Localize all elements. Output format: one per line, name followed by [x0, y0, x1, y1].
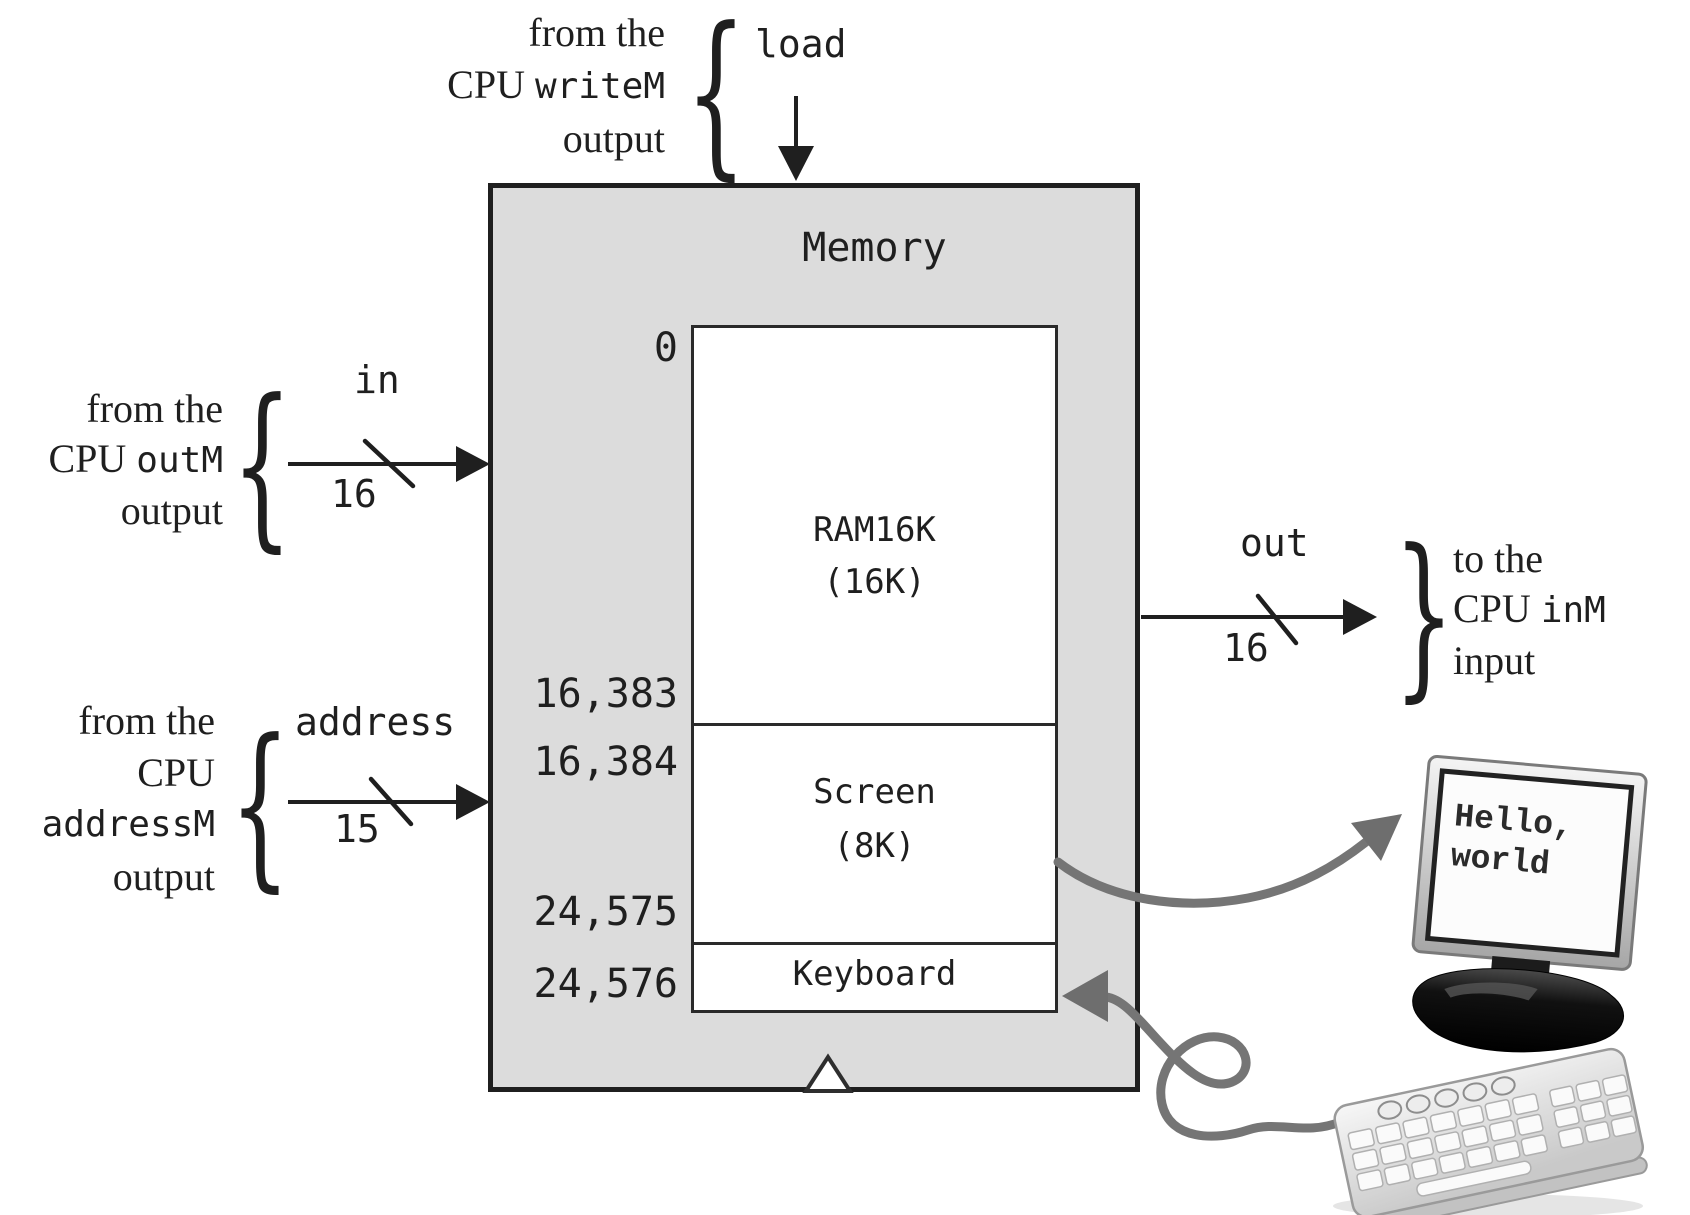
monitor-neck — [1490, 956, 1551, 986]
in-signal-label: in — [354, 358, 400, 402]
outm-code: outM — [136, 440, 223, 481]
brace-open-in-icon: { — [231, 361, 293, 569]
addressm-annotation-line2: CPU — [137, 750, 215, 795]
address-label-ram-start: 0 — [653, 325, 678, 371]
address-label-ram-end: 16,383 — [533, 671, 679, 717]
writem-annotation-line1: from the — [528, 10, 665, 55]
keyboard-section-label: Keyboard — [792, 954, 957, 994]
inm-annotation-line1: to the — [1453, 536, 1543, 581]
screen-section-label: Screen — [813, 772, 936, 812]
load-signal-label: load — [755, 22, 847, 66]
addressm-annotation: from the CPU addressM output — [42, 695, 215, 903]
monitor-screen-line1: Hello, — [1453, 798, 1575, 845]
inm-annotation-line3: input — [1453, 638, 1536, 683]
screen-section-size: (8K) — [833, 826, 916, 866]
addressm-code: addressM — [41, 804, 215, 845]
monitor-base-gloss — [1444, 982, 1538, 1001]
address-signal-label: address — [295, 700, 456, 744]
addressm-annotation-line4: output — [112, 854, 215, 899]
inm-code: inM — [1540, 590, 1606, 631]
memory-title: Memory — [802, 225, 947, 271]
out-signal-label: out — [1240, 521, 1309, 565]
ram-screen-divider — [691, 723, 1058, 726]
address-label-screen-end: 24,575 — [533, 889, 679, 935]
screen-keyboard-divider — [691, 942, 1058, 945]
outm-annotation-line2: CPU outM — [48, 436, 223, 481]
brace-open-address-icon: { — [229, 700, 291, 909]
load-arrow — [778, 96, 814, 181]
ram-section-label: RAM16K — [813, 510, 936, 550]
address-label-screen-start: 16,384 — [533, 739, 679, 785]
keyboard-icon — [1333, 1047, 1648, 1215]
monitor-icon: Hello, world — [1411, 754, 1648, 1053]
keyboard-shadow — [1333, 1194, 1643, 1215]
writem-annotation: from the CPU writeM output — [447, 7, 665, 165]
brace-open-load-icon: { — [685, 0, 747, 197]
monitor-base — [1412, 968, 1624, 1053]
outm-annotation-line3: output — [120, 488, 223, 533]
writem-annotation-line3: output — [562, 116, 665, 161]
in-arrow — [288, 438, 490, 489]
ram-section-size: (16K) — [823, 562, 926, 602]
inm-annotation-line2: CPU inM — [1453, 586, 1606, 631]
addressm-annotation-line1: from the — [78, 698, 215, 743]
writem-code: writeM — [534, 66, 665, 107]
address-arrow — [288, 776, 490, 827]
in-bus-width-label: 16 — [331, 472, 377, 516]
address-label-keyboard: 24,576 — [533, 961, 679, 1007]
outm-annotation: from the CPU outM output — [48, 384, 223, 536]
writem-annotation-line2: CPU writeM — [447, 62, 665, 107]
address-bus-width-label: 15 — [334, 807, 380, 851]
monitor-screen-line2: world — [1449, 838, 1551, 883]
inm-annotation: to the CPU inM input — [1453, 534, 1606, 686]
outm-annotation-line1: from the — [86, 386, 223, 431]
brace-close-out-icon: } — [1393, 511, 1455, 719]
out-bus-width-label: 16 — [1223, 626, 1269, 670]
memory-map-box — [691, 325, 1058, 1013]
